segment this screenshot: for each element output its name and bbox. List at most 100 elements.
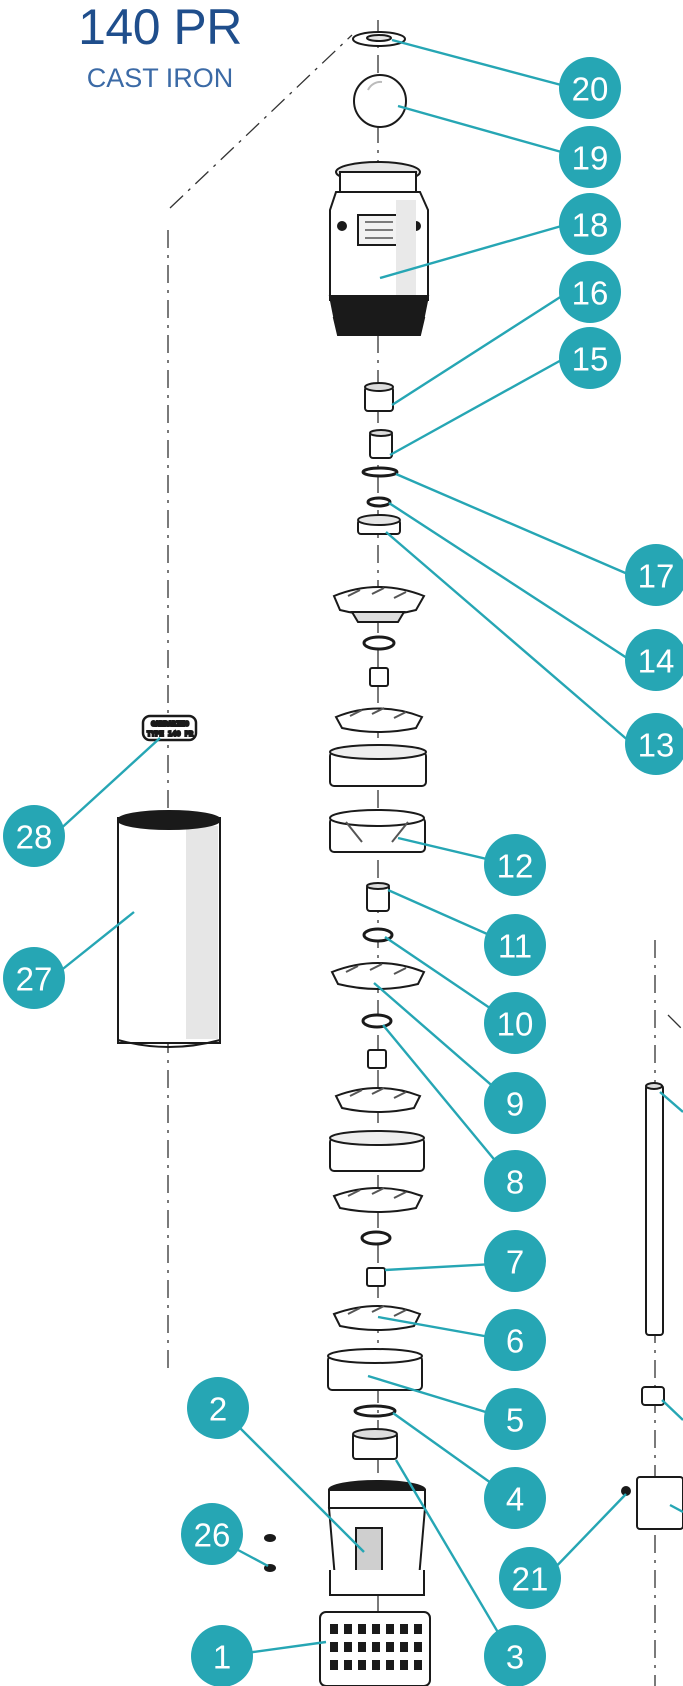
sleeve-part-15 bbox=[369, 429, 393, 459]
leader-21 bbox=[547, 1493, 627, 1576]
bowl-part-12 bbox=[329, 809, 426, 853]
shaft-coupling bbox=[641, 1386, 665, 1406]
callout-circle-27 bbox=[3, 947, 65, 1009]
check-ball-part-19 bbox=[353, 74, 407, 128]
callout-number-19: 19 bbox=[572, 140, 609, 177]
callout-number-1: 1 bbox=[213, 1639, 231, 1676]
bush-part-16 bbox=[364, 382, 394, 412]
callout-number-12: 12 bbox=[497, 848, 534, 885]
leader-26 bbox=[237, 1548, 269, 1568]
leader-28 bbox=[55, 737, 161, 834]
callout-number-27: 27 bbox=[16, 961, 53, 998]
callout-circle-26 bbox=[181, 1503, 243, 1565]
bearing-part-8 bbox=[361, 1013, 393, 1029]
callout-circle-28 bbox=[3, 805, 65, 867]
pin-part-21 bbox=[621, 1486, 631, 1496]
bearing-c bbox=[360, 1230, 392, 1246]
callout-circle-6 bbox=[484, 1309, 546, 1371]
diagram-title: 140 PR bbox=[78, 0, 242, 55]
callout-circle-4 bbox=[484, 1467, 546, 1529]
callout-circle-14 bbox=[625, 629, 683, 691]
diffuser-stage-a bbox=[332, 586, 426, 623]
callout-number-10: 10 bbox=[497, 1006, 534, 1043]
leader-coupling bbox=[661, 1399, 683, 1421]
spacer-part-7 bbox=[366, 1267, 386, 1287]
callout-circle-1 bbox=[191, 1625, 253, 1686]
callout-number-8: 8 bbox=[506, 1164, 524, 1201]
spacer-a bbox=[369, 667, 389, 687]
bowl-part-5 bbox=[327, 1348, 423, 1391]
leader-19 bbox=[397, 104, 566, 155]
callout-circle-21 bbox=[499, 1547, 561, 1609]
callout-circles bbox=[3, 57, 683, 1686]
callout-circle-10 bbox=[484, 992, 546, 1054]
callout-number-13: 13 bbox=[638, 727, 675, 764]
shaft-diagonal-line bbox=[667, 1014, 683, 1031]
strainer-part-1 bbox=[319, 1611, 431, 1686]
discharge-head-part-18 bbox=[328, 161, 430, 336]
leader-2 bbox=[239, 1427, 365, 1553]
callout-number-2: 2 bbox=[209, 1391, 227, 1428]
valve-ring-part-20 bbox=[352, 31, 406, 47]
callout-circle-5 bbox=[484, 1388, 546, 1450]
svg-text:GARBARINO: GARBARINO bbox=[151, 720, 189, 728]
leader-shaft bbox=[659, 1091, 683, 1113]
bowl-a bbox=[329, 744, 427, 787]
callout-circle-3 bbox=[484, 1625, 546, 1686]
callout-number-6: 6 bbox=[506, 1323, 524, 1360]
callout-circle-2 bbox=[187, 1377, 249, 1439]
callout-number-7: 7 bbox=[506, 1244, 524, 1281]
impeller-a bbox=[334, 707, 424, 733]
svg-text:TYPE 140 PR: TYPE 140 PR bbox=[147, 730, 194, 738]
leader-18 bbox=[379, 223, 566, 280]
callout-circle-8 bbox=[484, 1150, 546, 1212]
leader-16 bbox=[391, 292, 566, 407]
circlip-part-17 bbox=[361, 466, 399, 478]
callout-circle-18 bbox=[559, 193, 621, 255]
ring-part-13 bbox=[357, 514, 401, 535]
callout-number-16: 16 bbox=[572, 275, 609, 312]
leader-9 bbox=[373, 982, 513, 1104]
spacer-b bbox=[367, 1049, 387, 1069]
callout-circle-13 bbox=[625, 713, 683, 775]
leader-sleeve bbox=[669, 1503, 683, 1514]
leader-8 bbox=[382, 1024, 513, 1182]
impeller-c bbox=[332, 1187, 424, 1213]
sleeve-part-11 bbox=[366, 882, 390, 912]
callout-number-9: 9 bbox=[506, 1086, 524, 1123]
callout-number-3: 3 bbox=[506, 1639, 524, 1676]
callout-circle-15 bbox=[559, 327, 621, 389]
callout-circle-12 bbox=[484, 834, 546, 896]
callout-numbers: 20 19 18 16 15 17 14 13 28 27 12 11 10 9… bbox=[16, 71, 675, 1676]
impeller-part-9 bbox=[330, 962, 426, 990]
callout-number-5: 5 bbox=[506, 1402, 524, 1439]
diffuser-stage-b bbox=[334, 1087, 422, 1113]
suction-interconnector-part-2 bbox=[327, 1480, 427, 1596]
diagram-subtitle: CAST IRON bbox=[86, 63, 234, 93]
label-plate-part-28: GARBARINO TYPE 140 PR bbox=[141, 714, 198, 742]
callout-circle-20 bbox=[559, 57, 621, 119]
impeller-part-6 bbox=[332, 1305, 422, 1331]
bearing-a bbox=[362, 635, 396, 651]
bowl-b bbox=[329, 1130, 425, 1172]
callout-circle-7 bbox=[484, 1230, 546, 1292]
callout-number-14: 14 bbox=[638, 643, 675, 680]
outer-sleeve-part-27 bbox=[117, 810, 221, 1048]
washer-part-14 bbox=[366, 496, 392, 508]
callout-circle-16 bbox=[559, 261, 621, 323]
shaft-sleeve bbox=[636, 1476, 683, 1530]
leader-lines bbox=[53, 38, 683, 1657]
callout-circle-17 bbox=[625, 544, 683, 606]
leader-14 bbox=[388, 501, 631, 662]
callout-circle-19 bbox=[559, 126, 621, 188]
diagonal-axis-line bbox=[169, 34, 353, 209]
callout-number-4: 4 bbox=[506, 1481, 524, 1518]
motor-shaft bbox=[645, 1082, 664, 1336]
coupling-part-3 bbox=[352, 1428, 398, 1460]
callout-number-20: 20 bbox=[572, 71, 609, 108]
o-ring-part-4 bbox=[353, 1404, 397, 1418]
leader-15 bbox=[389, 356, 566, 457]
callout-number-11: 11 bbox=[498, 928, 532, 965]
